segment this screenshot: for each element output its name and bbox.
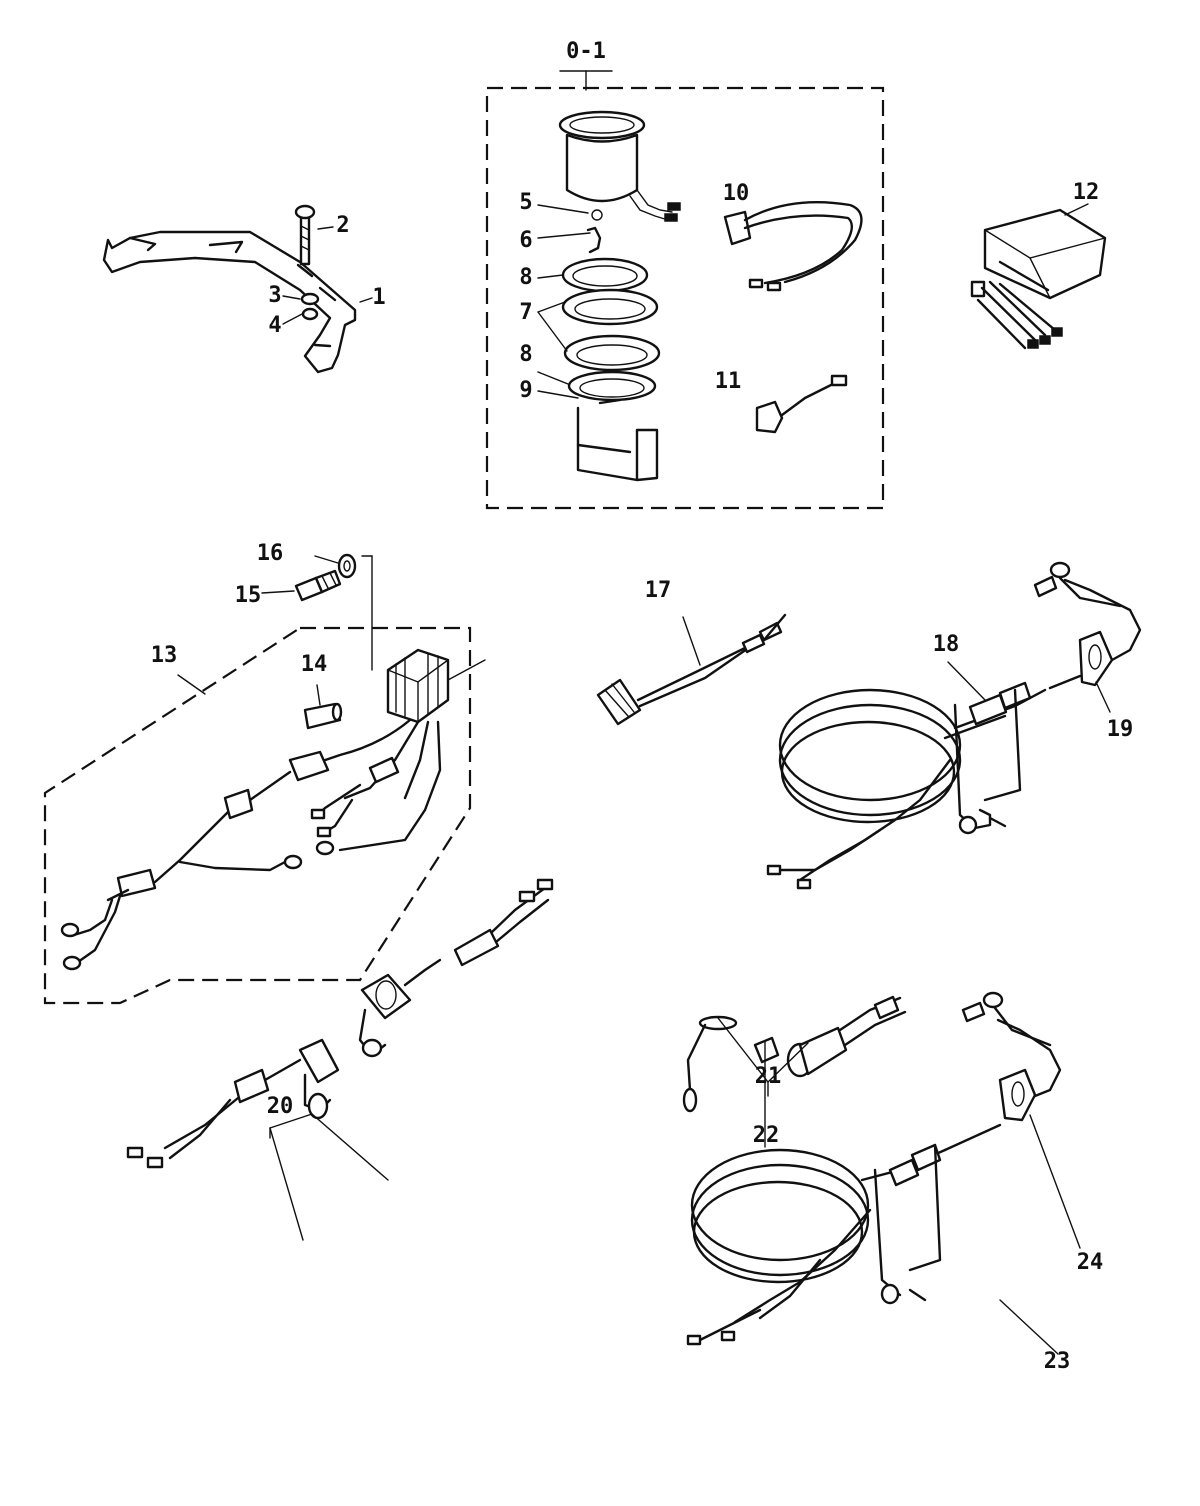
sensor-part: [755, 374, 848, 434]
switch-left-part: [126, 1038, 340, 1169]
callout-19: 19: [1107, 717, 1134, 742]
grommet-part: [1078, 630, 1114, 687]
wire-harness-part: [60, 718, 442, 971]
callout-8a: 8: [519, 265, 532, 290]
callout-14: 14: [301, 652, 328, 677]
callout-21: 21: [755, 1064, 782, 1089]
callout-4: 4: [268, 313, 281, 338]
callout-18: 18: [933, 632, 960, 657]
gasket-part: [753, 1036, 780, 1064]
coiled-cable-part: [766, 561, 1142, 890]
callout-17: 17: [645, 578, 672, 603]
temperature-sender-part: [682, 1015, 738, 1113]
kit-13-boundary: [43, 626, 472, 1005]
callout-0-1: 0-1: [566, 39, 606, 64]
callout-labels: 0-1 1 2 3 4 5 6 8 7 8 9 10 11 12 13 14 1…: [151, 39, 1134, 1374]
callout-3: 3: [268, 283, 281, 308]
rectifier-part: [386, 648, 486, 724]
callout-20: 20: [267, 1094, 294, 1119]
callout-13: 13: [151, 643, 178, 668]
switch-right-part: [358, 878, 554, 1058]
sender-wire-harness-part: [723, 200, 863, 292]
switch-sender-part: [786, 995, 907, 1078]
gauge-bracket-part: [576, 398, 659, 482]
callout-22: 22: [753, 1123, 780, 1148]
bolt-part: [294, 204, 316, 266]
connector-sleeve-part: [303, 702, 343, 730]
callout-16: 16: [257, 541, 284, 566]
leader-lines: [261, 203, 1111, 1355]
grommet-lower-part: [998, 1068, 1037, 1122]
callout-6: 6: [519, 228, 532, 253]
callout-11: 11: [715, 369, 742, 394]
harness-adapter-part: [596, 613, 787, 726]
screw-part: [294, 569, 342, 602]
nut-part: [301, 307, 319, 321]
callout-23: 23: [1044, 1349, 1071, 1374]
kit-13-leader: [177, 674, 206, 695]
callout-8b: 8: [519, 342, 532, 367]
coiled-cable-lower-part: [686, 991, 1062, 1346]
kit-0-1-boundary: [485, 86, 885, 510]
callout-15: 15: [235, 583, 262, 608]
callout-7: 7: [519, 300, 532, 325]
callout-24: 24: [1077, 1250, 1104, 1275]
callout-1: 1: [372, 285, 385, 310]
callout-12: 12: [1073, 180, 1100, 205]
callout-10: 10: [723, 181, 750, 206]
washer-part: [300, 292, 320, 306]
relay-module-part: [970, 208, 1107, 350]
callout-2: 2: [336, 213, 349, 238]
lock-washer-part: [337, 553, 357, 579]
gauge-mounting-rings-part: [561, 209, 661, 402]
callout-5: 5: [519, 190, 532, 215]
bracket-part: [102, 230, 357, 374]
gauge-housing-part: [558, 110, 681, 222]
callout-9: 9: [519, 378, 532, 403]
